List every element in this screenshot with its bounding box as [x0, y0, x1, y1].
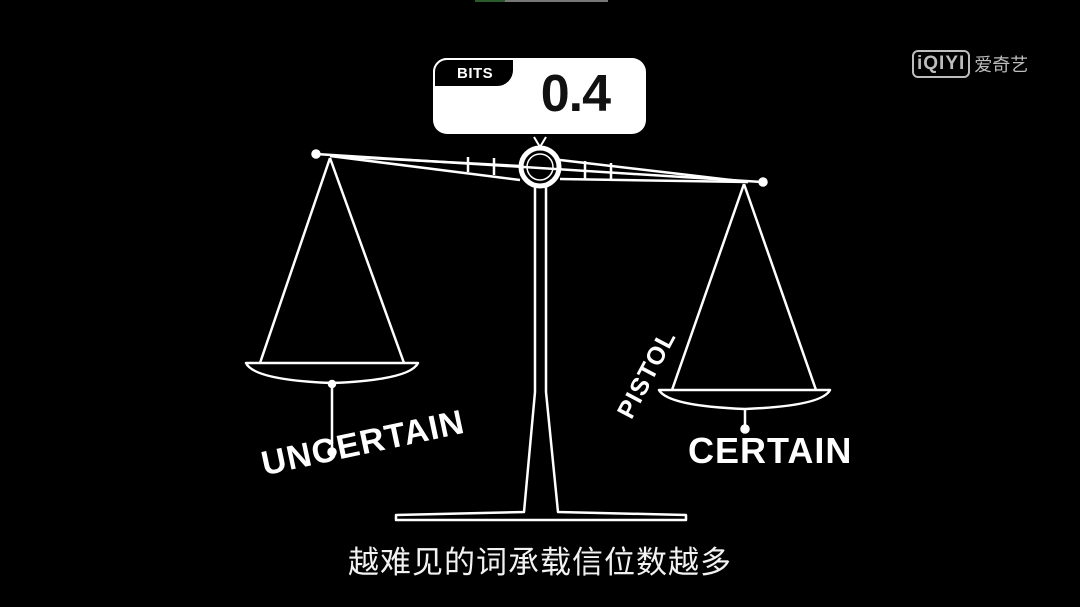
- bits-value: 0.4: [540, 65, 611, 123]
- video-progress-fill: [475, 0, 505, 2]
- video-progress-bar: [475, 0, 608, 2]
- bits-readout-display: BITS 0.4: [433, 58, 646, 134]
- iqiyi-logo-icon: iQIYI: [912, 50, 971, 78]
- bits-unit-tag: BITS: [433, 58, 515, 88]
- bits-unit-label: BITS: [457, 65, 494, 82]
- iqiyi-watermark: iQIYI 爱奇艺: [912, 50, 1028, 78]
- certain-label: CERTAIN: [688, 430, 853, 471]
- video-subtitle: 越难见的词承载信位数越多: [348, 545, 732, 581]
- scale-beam: [315, 152, 763, 184]
- iqiyi-brand-text: 爱奇艺: [974, 55, 1029, 76]
